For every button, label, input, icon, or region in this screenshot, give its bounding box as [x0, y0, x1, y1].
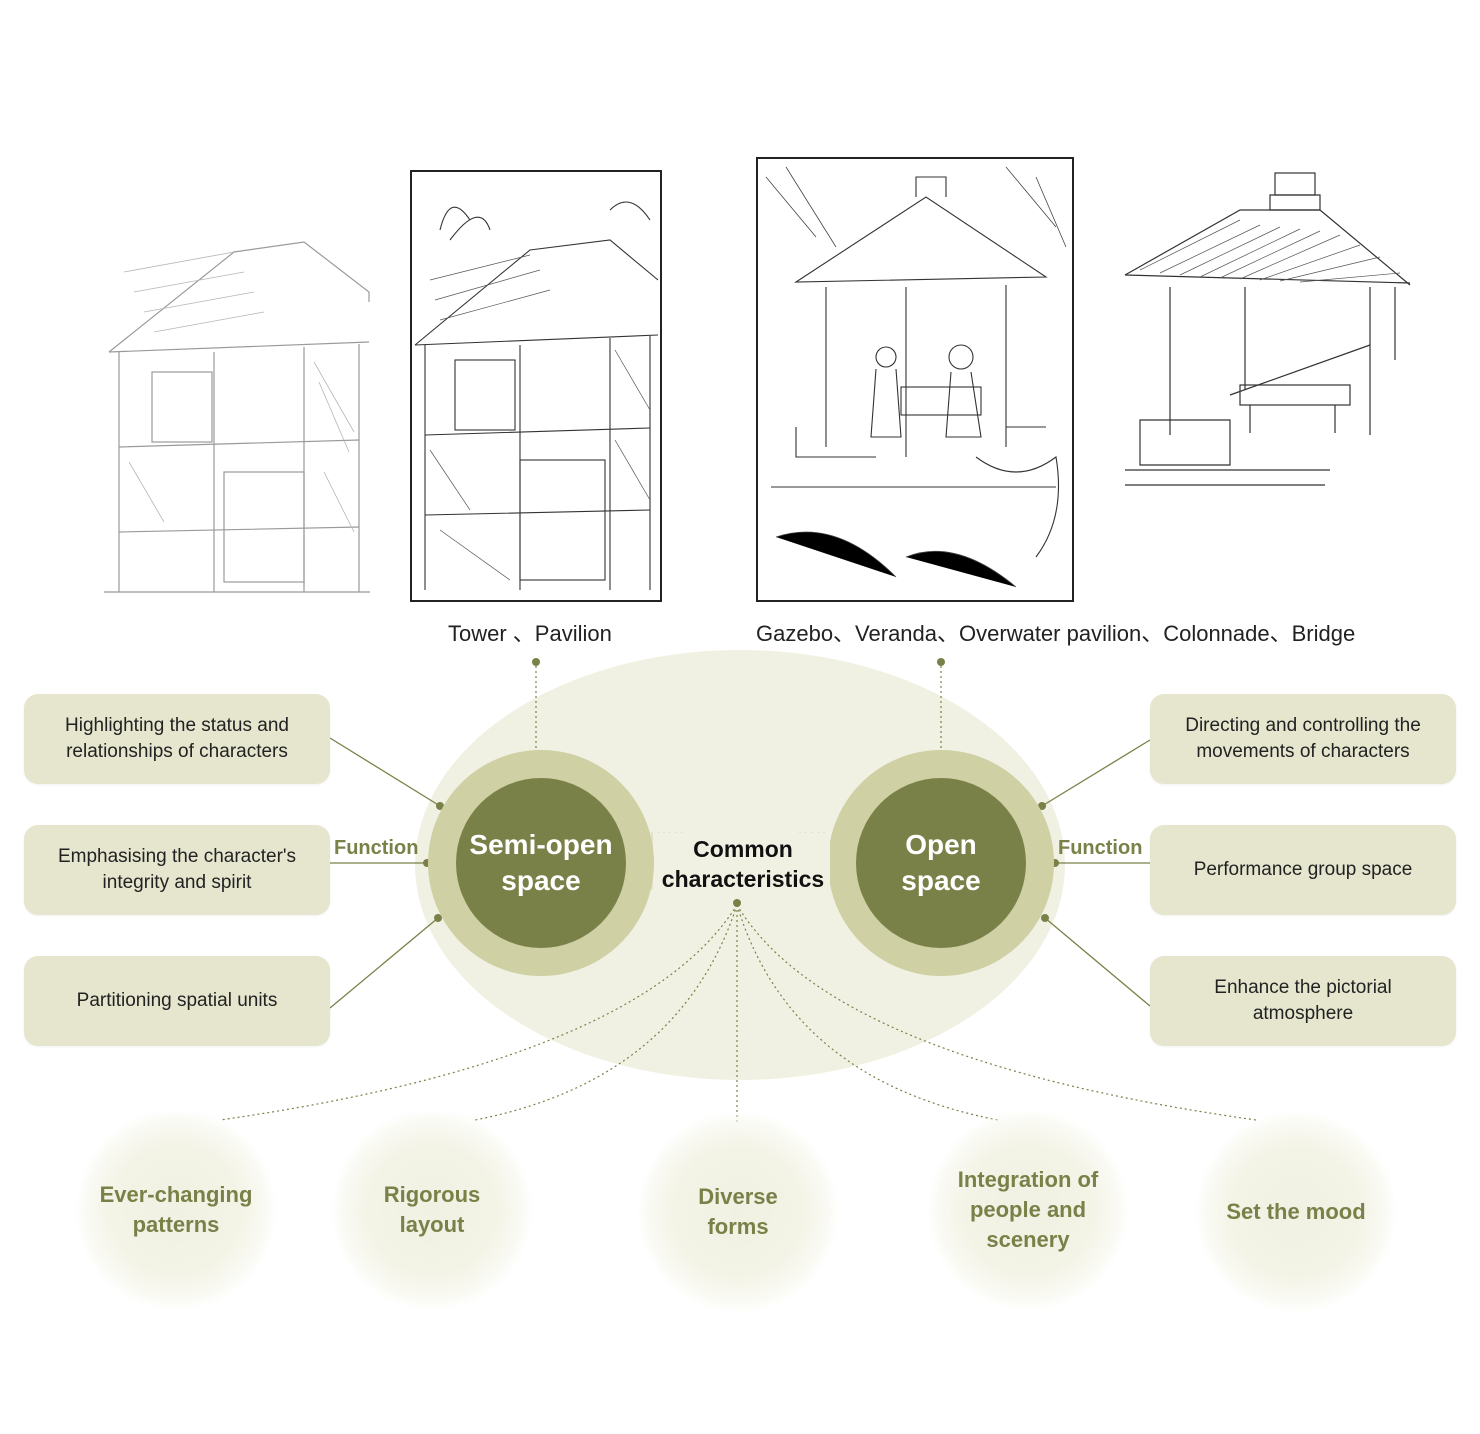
semi-open-function-3-text: Partitioning spatial units: [76, 990, 278, 1012]
open-function-1: Directing and controlling the movements …: [1150, 694, 1456, 784]
characteristic-4: Integration of people and scenery: [928, 1110, 1128, 1310]
left-function-line-3: [329, 917, 439, 1009]
open-space-node: Open space: [856, 778, 1026, 948]
characteristic-5-text: Set the mood: [1226, 1199, 1366, 1225]
gazebo-woodcut-icon: [756, 157, 1074, 602]
open-function-label: Function: [1058, 837, 1143, 859]
semi-open-function-1: Highlighting the status and relationship…: [24, 694, 330, 784]
characteristic-2-text: Rigorous layout: [383, 1182, 481, 1237]
semi-open-space-label: Semi-open space: [469, 828, 613, 896]
caption-dot-right: [937, 658, 945, 666]
characteristic-3: Diverse forms: [638, 1112, 838, 1312]
common-fan-lines: [219, 904, 1257, 1122]
semi-open-types-caption: Tower 、Pavilion: [448, 621, 612, 646]
open-function-3: Enhance the pictorial atmosphere: [1150, 956, 1456, 1046]
open-function-3-text: Enhance the pictorial atmosphere: [1214, 977, 1392, 1024]
characteristic-5: Set the mood: [1196, 1112, 1396, 1312]
right-function-line-1: [1041, 739, 1151, 807]
open-function-2-text: Performance group space: [1193, 859, 1413, 881]
open-types-caption: Gazebo、Veranda、Overwater pavilion、Colonn…: [756, 621, 1356, 646]
open-pavilion-line-drawing-icon: [1124, 172, 1411, 486]
characteristic-4-text: Integration of people and scenery: [957, 1167, 1099, 1252]
characteristic-1: Ever-changing patterns: [76, 1110, 276, 1310]
left-function-line-1: [329, 737, 441, 807]
caption-dot-left: [532, 658, 540, 666]
semi-open-function-2: Emphasising the character's integrity an…: [24, 825, 330, 915]
characteristic-1-text: Ever-changing patterns: [99, 1182, 253, 1237]
open-space-label: Open space: [901, 828, 981, 896]
tower-woodcut-faded-icon: [104, 241, 370, 593]
tower-pavilion-woodcut-icon: [410, 170, 662, 602]
right-function-line-3: [1044, 917, 1151, 1007]
semi-open-function-2-text: Emphasising the character's integrity an…: [57, 846, 297, 893]
semi-open-function-1-text: Highlighting the status and relationship…: [65, 715, 289, 762]
open-function-2: Performance group space: [1150, 825, 1456, 915]
common-dot: [733, 899, 741, 907]
semi-open-function-label: Function: [334, 837, 419, 859]
semi-open-space-node: Semi-open space: [456, 778, 626, 948]
open-function-1-text: Directing and controlling the movements …: [1185, 715, 1421, 762]
characteristic-3-text: Diverse forms: [698, 1184, 778, 1239]
characteristic-2: Rigorous layout: [332, 1110, 532, 1310]
common-characteristics-label: Common characteristics: [656, 833, 830, 897]
semi-open-function-3: Partitioning spatial units: [24, 956, 330, 1046]
